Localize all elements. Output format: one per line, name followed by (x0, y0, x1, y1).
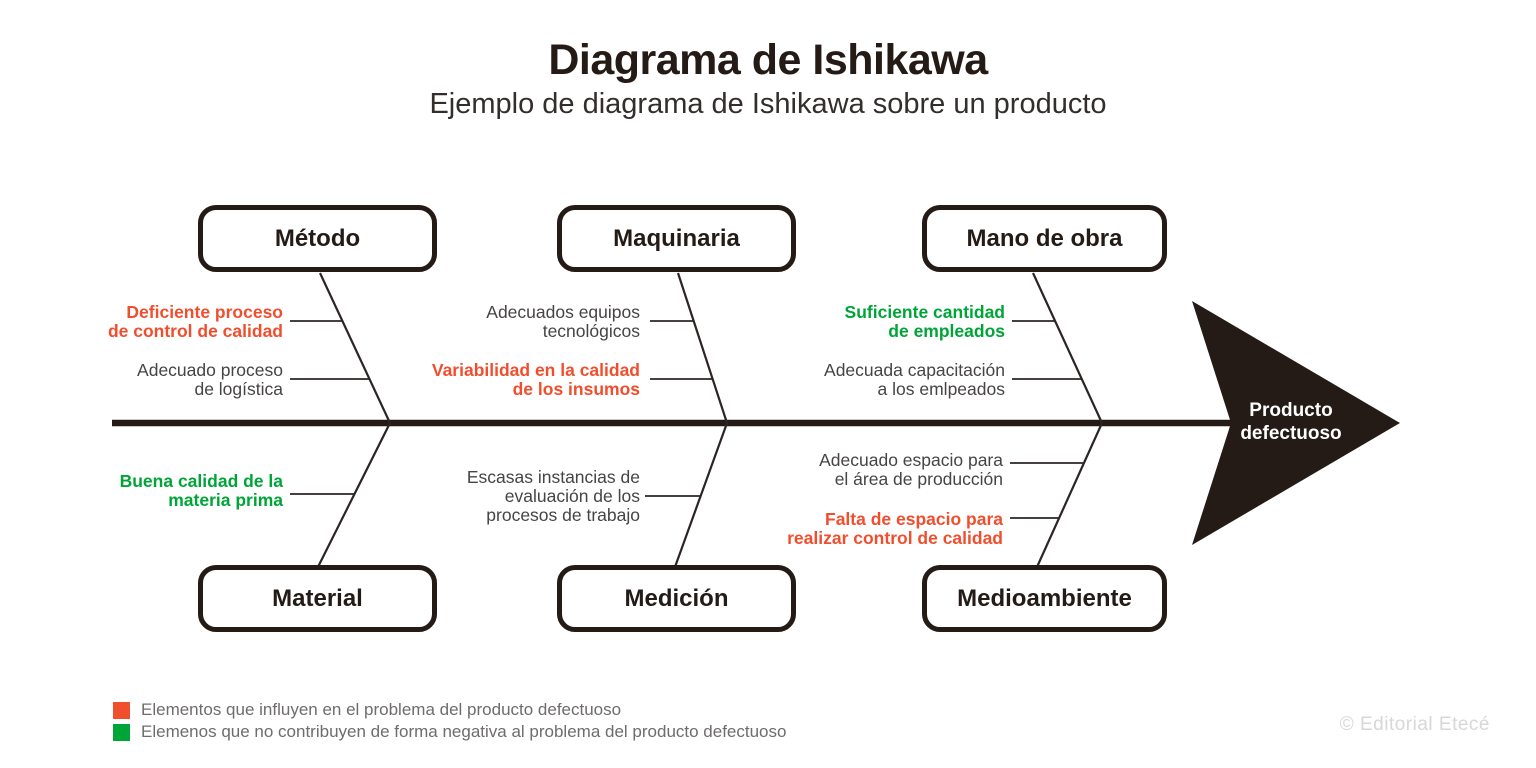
cause-label-adecuados-equipos: Adecuados equipos tecnológicos (486, 303, 640, 341)
cause-line: Deficiente proceso (126, 302, 283, 322)
page-subtitle: Ejemplo de diagrama de Ishikawa sobre un… (429, 88, 1107, 120)
category-box-mano-de-obra: Mano de obra (922, 205, 1167, 272)
cause-label-variabilidad: Variabilidad en la calidad de los insumo… (432, 361, 640, 399)
cause-label-adecuado-espacio: Adecuado espacio para el área de producc… (819, 451, 1003, 489)
category-box-medioambiente: Medioambiente (922, 565, 1167, 632)
page-title: Diagrama de Ishikawa (548, 36, 988, 84)
category-box-material: Material (198, 565, 437, 632)
cause-line: Adecuado espacio para (819, 450, 1003, 470)
cause-label-deficiente-proceso: Deficiente proceso de control de calidad (108, 303, 283, 341)
cause-line: Falta de espacio para (825, 509, 1003, 529)
cause-label-buena-calidad: Buena calidad de la materia prima (120, 472, 283, 510)
bone-metodo (319, 272, 391, 424)
cause-line: de control de calidad (107, 321, 283, 341)
cause-label-falta-espacio: Falta de espacio para realizar control d… (787, 510, 1003, 548)
cause-label-suficiente-cantidad: Suficiente cantidad de empleados (845, 303, 1005, 341)
effect-line: defectuoso (1240, 423, 1342, 444)
cause-line: Variabilidad en la calidad (431, 360, 640, 380)
legend-swatch-negative-icon (113, 701, 130, 719)
legend-item-negative: Elementos que influyen en el problema de… (113, 699, 786, 721)
category-label: Maquinaria (613, 224, 740, 252)
cause-line: realizar control de calidad (787, 528, 1003, 548)
cause-line: el área de producción (834, 469, 1003, 489)
cause-line: materia prima (168, 490, 283, 510)
cause-line: evaluación de los (504, 486, 640, 506)
effect-arrowhead-icon (1192, 301, 1400, 545)
cause-line: de empleados (888, 321, 1005, 341)
cause-line: Escasas instancias de (466, 467, 640, 487)
legend-label: Elemenos que no contribuyen de forma neg… (141, 722, 787, 741)
copyright-text: © Editorial Etecé (1339, 714, 1490, 735)
bone-material (317, 422, 391, 568)
cause-line: Adecuado proceso (137, 360, 283, 380)
cause-line: a los emlpeados (877, 379, 1005, 399)
cause-line: Buena calidad de la (119, 471, 283, 491)
cause-line: Suficiente cantidad (844, 302, 1005, 322)
category-box-medicion: Medición (557, 565, 796, 632)
bone-medioambiente (1035, 422, 1104, 568)
cause-line: procesos de trabajo (486, 505, 640, 525)
cause-line: de logística (194, 379, 283, 399)
category-box-maquinaria: Maquinaria (557, 205, 796, 272)
legend-label: Elementos que influyen en el problema de… (141, 700, 622, 719)
legend-swatch-positive-icon (113, 723, 130, 741)
effect-line: Producto (1249, 400, 1333, 421)
cause-line: Adecuados equipos (486, 302, 640, 322)
bone-maquinaria (676, 272, 729, 424)
cause-line: de los insumos (512, 379, 640, 399)
legend-item-positive: Elemenos que no contribuyen de forma neg… (113, 721, 786, 743)
cause-line: Adecuada capacitación (824, 360, 1005, 380)
bone-medicion (673, 422, 729, 568)
category-box-metodo: Método (198, 205, 437, 272)
cause-line: tecnológicos (542, 321, 640, 341)
cause-label-adecuada-capacitacion: Adecuada capacitación a los emlpeados (824, 361, 1005, 399)
category-label: Mano de obra (966, 224, 1123, 252)
category-label: Material (272, 584, 363, 612)
category-label: Medición (624, 584, 729, 612)
effect-label-producto-defectuoso: Producto defectuoso (1236, 399, 1346, 445)
legend: Elementos que influyen en el problema de… (113, 699, 786, 743)
category-label: Método (274, 224, 361, 252)
cause-label-escasas-instancias: Escasas instancias de evaluación de los … (467, 468, 640, 525)
category-label: Medioambiente (957, 584, 1132, 612)
cause-label-adecuado-proceso: Adecuado proceso de logística (137, 361, 283, 399)
bone-mano-de-obra (1032, 272, 1103, 424)
